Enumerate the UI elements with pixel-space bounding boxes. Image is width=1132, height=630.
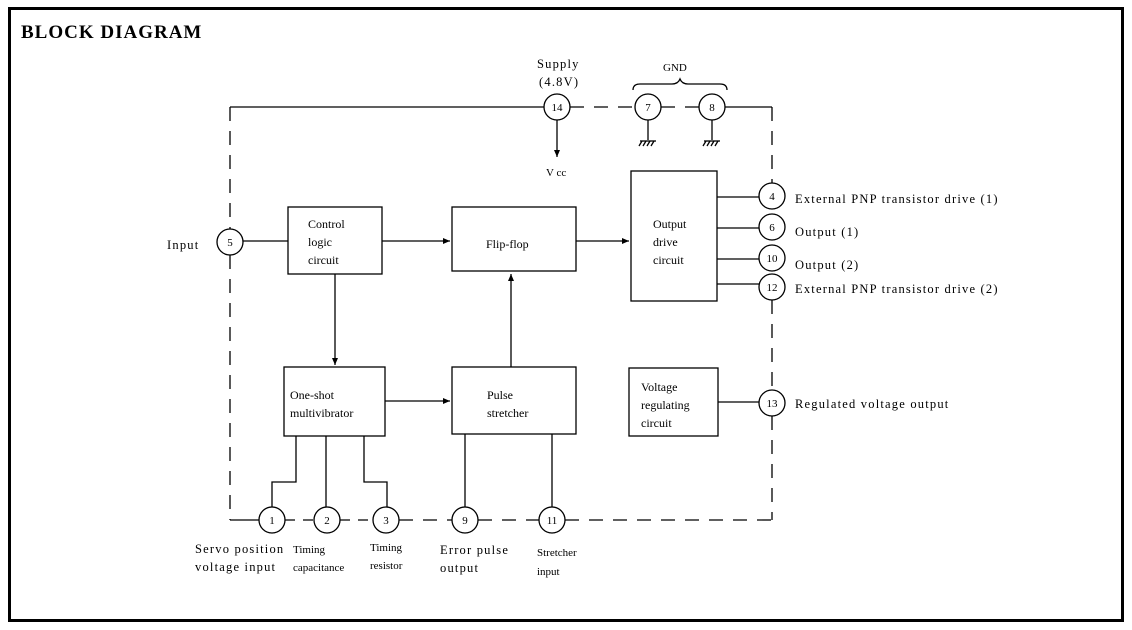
output-drive-label-3: circuit [653,253,684,267]
svg-text:3: 3 [383,515,389,527]
svg-text:10: 10 [767,253,779,265]
supply-voltage-label: (4.8V) [539,75,579,89]
svg-text:5: 5 [227,237,233,249]
diagram-title: BLOCK DIAGRAM [21,22,203,43]
svg-text:2: 2 [324,515,330,527]
pin11-label-2: input [537,566,560,578]
pin10-label: Output (2) [795,258,859,272]
ground-icon [638,140,656,147]
control-logic-label-3: circuit [308,253,339,267]
pulse-stretcher-label-1: Pulse [487,388,513,402]
pin-9: 9 [451,506,479,534]
pin-12: 12 [758,273,786,301]
pin-5: 5 [216,228,244,256]
svg-text:1: 1 [269,515,275,527]
vcc-label: V cc [546,167,566,179]
pin13-label: Regulated voltage output [795,397,949,411]
regulator-label-2: regulating [641,398,690,412]
output-drive-label-2: drive [653,235,678,249]
supply-label: Supply [537,57,580,71]
ground-icon [702,140,720,147]
package-outline [229,106,773,521]
pulse-stretcher-label-2: stretcher [487,406,528,420]
pin-11: 11 [538,506,566,534]
one-shot-label-1: One-shot [290,388,335,402]
input-label: Input [167,238,199,252]
pin-8: 8 [698,93,726,121]
pin-10: 10 [758,244,786,272]
pin1-label-2: voltage input [195,560,276,574]
svg-text:4: 4 [769,191,775,203]
pin-4: 4 [758,182,786,210]
block-one-shot: One-shot multivibrator [283,366,386,437]
block-control-logic: Control logic circuit [287,206,383,275]
block-flip-flop: Flip-flop [451,206,577,272]
pin-13: 13 [758,389,786,417]
pin-2: 2 [313,506,341,534]
block-pulse-stretcher: Pulse stretcher [451,366,577,435]
signal-wires [243,77,759,507]
pin11-label-1: Stretcher [537,547,577,559]
flip-flop-label: Flip-flop [486,237,529,251]
pin4-label: External PNP transistor drive (1) [795,192,999,206]
pin3-label-2: resistor [370,560,403,572]
regulator-label-3: circuit [641,416,672,430]
pin-6: 6 [758,213,786,241]
pin3-label-1: Timing [370,542,403,554]
svg-text:6: 6 [769,222,775,234]
pin9-label-1: Error pulse [440,543,509,557]
svg-text:14: 14 [552,102,564,114]
pin2-label-1: Timing [293,544,326,556]
pin12-label: External PNP transistor drive (2) [795,282,999,296]
regulator-label-1: Voltage [641,380,677,394]
one-shot-label-2: multivibrator [290,406,353,420]
gnd-label: GND [663,62,687,74]
control-logic-label-2: logic [308,235,332,249]
pin-3: 3 [372,506,400,534]
svg-text:8: 8 [709,102,715,114]
pin9-label-2: output [440,561,479,575]
pin-14: 14 [543,93,571,121]
pin-1: 1 [258,506,286,534]
block-output-drive: Output drive circuit [630,170,718,302]
control-logic-label-1: Control [308,217,345,231]
block-voltage-regulator: Voltage regulating circuit [628,367,719,437]
pin6-label: Output (1) [795,225,859,239]
svg-text:12: 12 [767,282,778,294]
svg-text:11: 11 [547,515,558,527]
svg-text:13: 13 [767,398,779,410]
output-drive-label-1: Output [653,217,687,231]
pin2-label-2: capacitance [293,562,344,574]
svg-text:9: 9 [462,515,468,527]
pin-7: 7 [634,93,662,121]
svg-text:7: 7 [645,102,651,114]
pin1-label-1: Servo position [195,542,284,556]
